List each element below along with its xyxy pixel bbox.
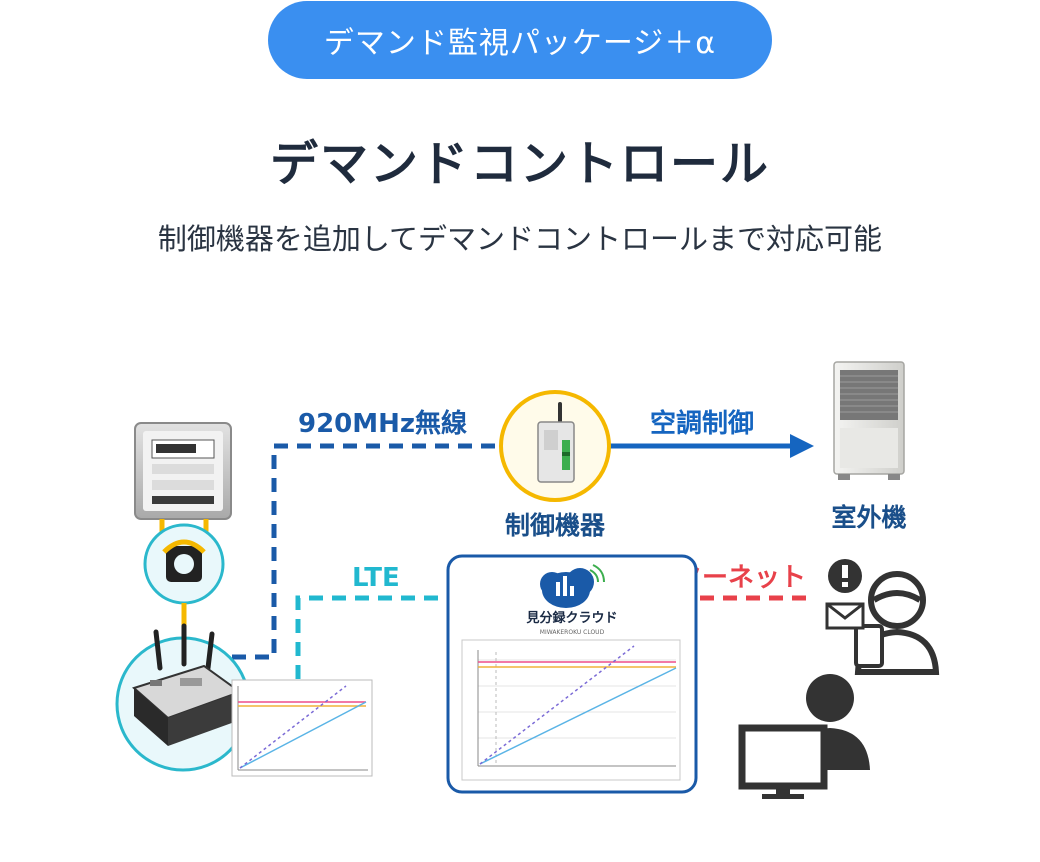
cloud-logo-icon	[540, 564, 605, 608]
package-badge: デマンド監視パッケージ＋α	[268, 1, 772, 79]
power-meter-icon	[134, 422, 232, 520]
page-subtitle: 制御機器を追加してデマンドコントロールまで対応可能	[157, 222, 883, 256]
pc-user-icon	[738, 674, 870, 799]
lte-link-label: LTE	[352, 563, 400, 593]
radio-link-label: 920MHz無線	[298, 408, 467, 439]
cloud-service-subname: MIWAKEROKU CLOUD	[540, 629, 605, 636]
page-title: デマンドコントロール	[269, 136, 770, 192]
alert-icon	[828, 559, 862, 593]
mobile-user-icon	[854, 571, 940, 675]
cloud-service-name: 見分録クラウド	[525, 610, 617, 626]
gateway-device-icon	[115, 623, 251, 772]
current-sensor-icon	[143, 523, 225, 605]
controller-device-icon	[499, 390, 611, 502]
control-link-arrow	[610, 434, 814, 458]
radio-link-line	[232, 443, 500, 660]
cloud-chart-icon	[461, 639, 681, 781]
mail-icon	[825, 602, 865, 630]
system-diagram: 920MHz無線 LTE 空調制御 インターネット	[0, 300, 1040, 858]
control-link-label: 空調制御	[650, 408, 754, 439]
gateway-chart-icon	[231, 679, 373, 777]
outdoor-unit-icon	[833, 361, 905, 480]
outdoor-unit-label: 室外機	[831, 503, 906, 532]
controller-label: 制御機器	[505, 511, 606, 540]
